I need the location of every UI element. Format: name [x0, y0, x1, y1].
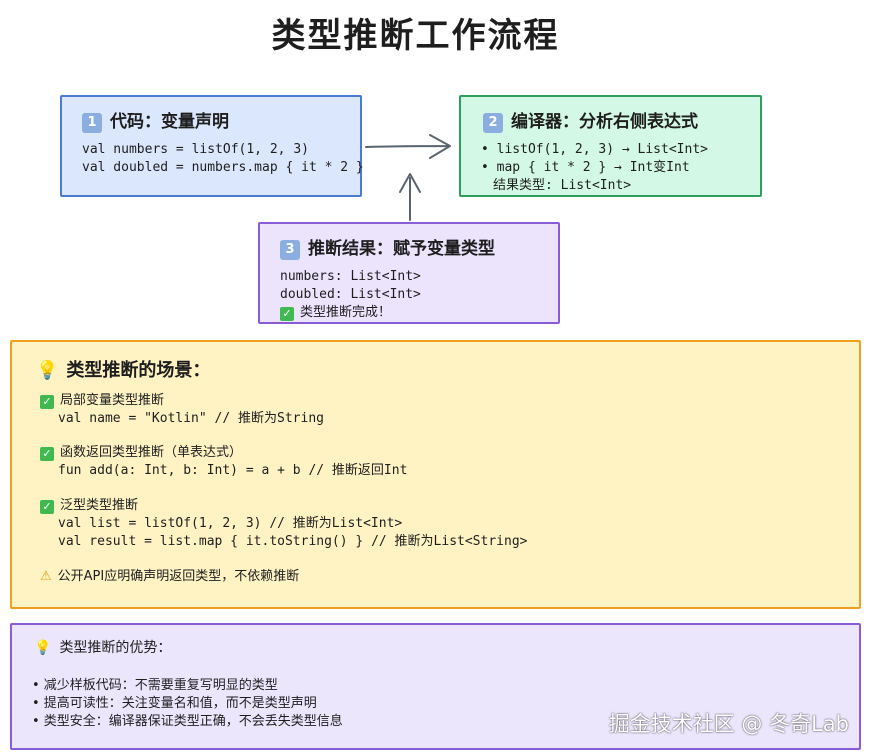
code-line: val doubled = numbers.map { it * 2 }: [82, 160, 364, 175]
code-line: val numbers = listOf(1, 2, 3): [82, 142, 309, 157]
scenario-item: ✓局部变量类型推断 val name = "Kotlin" // 推断为Stri…: [40, 392, 324, 428]
watermark: 掘金技术社区 @ 冬奇Lab: [608, 712, 849, 736]
check-mark-icon: ✓: [40, 500, 54, 514]
step3-results: numbers: List<Int> doubled: List<Int> ✓类…: [280, 268, 421, 322]
scenario-code: val name = "Kotlin" // 推断为String: [58, 411, 324, 426]
lightbulb-icon: 💡: [34, 640, 52, 656]
scenario-code: val result = list.map { it.toString() } …: [58, 534, 528, 549]
scenario-label: ✓泛型类型推断: [40, 497, 527, 515]
advantages-heading: 💡类型推断的优势：: [34, 640, 172, 656]
step1-code: val numbers = listOf(1, 2, 3) val double…: [82, 141, 364, 177]
analysis-line: • listOf(1, 2, 3) → List<Int>: [481, 142, 708, 157]
warning-icon: ⚠: [40, 569, 52, 584]
result-line: ✓类型推断完成！: [280, 304, 421, 322]
arrow-box3-to-box2: [399, 173, 421, 221]
keycap-2-icon: 2: [483, 113, 503, 133]
scenario-code: val list = listOf(1, 2, 3) // 推断为List<In…: [58, 516, 403, 531]
scenarios-heading: 💡类型推断的场景：: [36, 360, 211, 381]
scenario-warning: ⚠公开API应明确声明返回类型，不依赖推断: [40, 569, 300, 584]
result-type-line: 结果类型: List<Int>: [493, 178, 632, 193]
scenario-label: ✓局部变量类型推断: [40, 392, 324, 410]
arrow-box1-to-box2: [365, 134, 451, 159]
result-line: numbers: List<Int>: [280, 269, 421, 284]
step2-analysis: • listOf(1, 2, 3) → List<Int> • map { it…: [481, 141, 708, 195]
scenario-item: ✓函数返回类型推断（单表达式） fun add(a: Int, b: Int) …: [40, 444, 407, 480]
diagram-title: 类型推断工作流程: [271, 16, 560, 56]
result-line: doubled: List<Int>: [280, 287, 421, 302]
advantage-item: • 减少样板代码：不需要重复写明显的类型: [32, 678, 278, 693]
scenario-label: ✓函数返回类型推断（单表达式）: [40, 444, 407, 462]
keycap-1-icon: 1: [82, 113, 102, 133]
lightbulb-icon: 💡: [36, 360, 59, 381]
check-mark-icon: ✓: [40, 447, 54, 461]
keycap-3-icon: 3: [280, 240, 300, 260]
scenario-code: fun add(a: Int, b: Int) = a + b // 推断返回I…: [58, 463, 408, 478]
advantages-list: • 减少样板代码：不需要重复写明显的类型 • 提高可读性：关注变量名和值，而不是…: [32, 677, 343, 731]
advantage-item: • 提高可读性：关注变量名和值，而不是类型声明: [32, 696, 317, 711]
scenarios-panel: 💡类型推断的场景： ✓局部变量类型推断 val name = "Kotlin" …: [10, 340, 861, 609]
check-mark-icon: ✓: [280, 307, 294, 321]
advantages-panel: 💡类型推断的优势： • 减少样板代码：不需要重复写明显的类型 • 提高可读性：关…: [10, 623, 861, 750]
scenario-item: ✓泛型类型推断 val list = listOf(1, 2, 3) // 推断…: [40, 497, 527, 551]
analysis-line: • map { it * 2 } → Int变Int: [481, 160, 690, 175]
advantage-item: • 类型安全：编译器保证类型正确，不会丢失类型信息: [32, 714, 343, 729]
check-mark-icon: ✓: [40, 395, 54, 409]
